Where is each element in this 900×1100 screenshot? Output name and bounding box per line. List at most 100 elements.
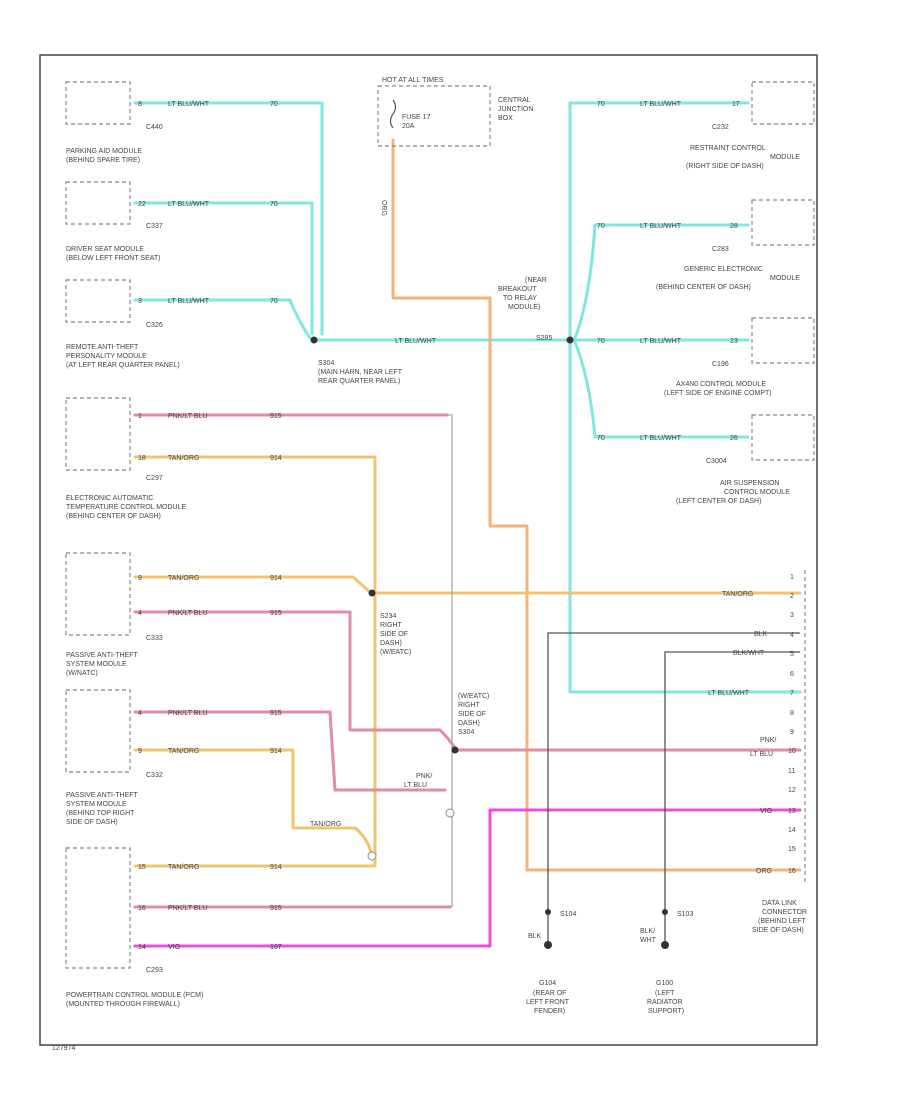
svg-text:28: 28: [730, 223, 738, 230]
svg-text:C440: C440: [146, 124, 163, 131]
svg-text:SIDE OF DASH): SIDE OF DASH): [66, 819, 118, 826]
svg-text:BLK: BLK: [528, 933, 542, 940]
svg-text:14: 14: [138, 944, 146, 951]
svg-text:TAN/ORG: TAN/ORG: [168, 575, 199, 582]
wire-labels: LT BLU/WHT ORG S304 (MAIN HARN, NEAR LEF…: [310, 200, 776, 875]
svg-text:70: 70: [597, 101, 605, 108]
svg-text:DASH): DASH): [380, 640, 402, 647]
svg-text:7: 7: [790, 690, 794, 697]
svg-text:LEFT FRONT: LEFT FRONT: [526, 999, 570, 1006]
wire-gry: [447, 414, 453, 907]
svg-text:S304: S304: [318, 360, 334, 367]
right-modules: 70 LT BLU/WHT 17 C232 RESTRAINT CONTROL …: [597, 81, 815, 505]
svg-text:914: 914: [270, 455, 282, 462]
svg-text:(NEAR: (NEAR: [525, 277, 547, 284]
wire-tan-org-c333: [133, 575, 372, 594]
svg-text:LT BLU/WHT: LT BLU/WHT: [640, 101, 682, 108]
svg-text:70: 70: [270, 298, 278, 305]
svg-text:PNK/LT BLU: PNK/LT BLU: [168, 413, 207, 420]
svg-text:(MOUNTED THROUGH FIREWALL): (MOUNTED THROUGH FIREWALL): [66, 1001, 180, 1008]
svg-text:4: 4: [138, 610, 142, 617]
svg-text:SYSTEM MODULE: SYSTEM MODULE: [66, 661, 127, 668]
svg-text:22: 22: [138, 201, 146, 208]
ground-g104-dot: [544, 941, 552, 949]
diagram-frame: [39, 54, 818, 1046]
wire-lt-blu-wht-dlc: [568, 338, 802, 694]
svg-text:DATA LINK: DATA LINK: [762, 900, 797, 907]
svg-text:LT BLU/WHT: LT BLU/WHT: [708, 690, 750, 697]
svg-text:16: 16: [788, 868, 796, 875]
svg-text:70: 70: [597, 338, 605, 345]
wire-lt-blu-wht-c326: [133, 298, 312, 340]
svg-text:70: 70: [597, 435, 605, 442]
svg-text:C293: C293: [146, 967, 163, 974]
svg-text:914: 914: [270, 864, 282, 871]
svg-text:(BEHIND LEFT: (BEHIND LEFT: [758, 918, 807, 925]
svg-text:(BEHIND CENTER OF DASH): (BEHIND CENTER OF DASH): [66, 513, 161, 520]
svg-text:CONNECTOR: CONNECTOR: [762, 909, 807, 916]
grounds: S104 BLK G104 (REAR OF LEFT FRONT FENDER…: [526, 911, 693, 1015]
wire-vio: [133, 808, 802, 948]
svg-text:LT BLU/WHT: LT BLU/WHT: [640, 338, 682, 345]
svg-text:9: 9: [138, 575, 142, 582]
wire-lt-blu-wht-c283: [573, 223, 750, 340]
svg-text:AX4N0 CONTROL MODULE: AX4N0 CONTROL MODULE: [676, 381, 766, 388]
svg-text:8: 8: [138, 101, 142, 108]
fuse-amps: 20A: [402, 123, 415, 130]
svg-text:26: 26: [730, 435, 738, 442]
splice-weatc-dot: [451, 746, 459, 754]
svg-text:SIDE OF: SIDE OF: [380, 631, 408, 638]
splice-s285-dot: [566, 336, 574, 344]
svg-text:VIO: VIO: [760, 808, 773, 815]
module-box-c196: [751, 317, 815, 364]
svg-text:914: 914: [270, 748, 282, 755]
svg-text:DASH): DASH): [458, 720, 480, 727]
svg-text:ORG: ORG: [380, 200, 387, 216]
svg-text:RIGHT: RIGHT: [458, 702, 481, 709]
svg-text:C232: C232: [712, 124, 729, 131]
module-box-c232: [751, 81, 815, 125]
svg-text:SIDE OF: SIDE OF: [458, 711, 486, 718]
svg-text:LT BLU/WHT: LT BLU/WHT: [168, 101, 210, 108]
svg-text:POWERTRAIN CONTROL MODULE (PCM: POWERTRAIN CONTROL MODULE (PCM): [66, 992, 203, 999]
module-box-c293: [65, 847, 131, 969]
wire-org: [391, 138, 802, 872]
svg-text:BOX: BOX: [498, 115, 513, 122]
wire-pnk-lt-blu-c332: [133, 710, 447, 792]
svg-text:C283: C283: [712, 246, 729, 253]
svg-text:23: 23: [730, 338, 738, 345]
svg-text:S104: S104: [560, 911, 576, 918]
splice-s234-dot: [368, 589, 376, 597]
fuse-icon: [389, 99, 397, 129]
svg-text:G100: G100: [656, 980, 673, 987]
svg-text:914: 914: [270, 575, 282, 582]
svg-text:C332: C332: [146, 772, 163, 779]
svg-text:G104: G104: [539, 980, 556, 987]
svg-text:TO RELAY: TO RELAY: [503, 295, 537, 302]
svg-text:(BEHIND SPARE TIRE): (BEHIND SPARE TIRE): [66, 157, 140, 164]
svg-text:LT BLU: LT BLU: [404, 782, 427, 789]
svg-text:PNK/LT BLU: PNK/LT BLU: [168, 610, 207, 617]
svg-text:SUPPORT): SUPPORT): [648, 1008, 684, 1015]
svg-text:WHT: WHT: [640, 937, 657, 944]
svg-text:C337: C337: [146, 223, 163, 230]
svg-text:S234: S234: [380, 613, 396, 620]
svg-text:PERSONALITY MODULE: PERSONALITY MODULE: [66, 353, 147, 360]
splice-s104-dot: [545, 909, 551, 915]
svg-text:MODULE: MODULE: [770, 154, 800, 161]
wire-lt-blu-wht-c337: [133, 201, 314, 336]
svg-text:PNK/LT BLU: PNK/LT BLU: [168, 710, 207, 717]
svg-text:PARKING AID MODULE: PARKING AID MODULE: [66, 148, 142, 155]
data-link-connector: 1 2 3 4 5 6 7 8 9 10 11 12 13 14 15 16 D…: [752, 570, 807, 934]
svg-text:6: 6: [790, 671, 794, 678]
svg-text:(W/EATC): (W/EATC): [380, 649, 411, 656]
svg-text:16: 16: [138, 905, 146, 912]
svg-text:TAN/ORG: TAN/ORG: [168, 748, 199, 755]
svg-text:C297: C297: [146, 475, 163, 482]
svg-text:17: 17: [732, 101, 740, 108]
svg-text:915: 915: [270, 413, 282, 420]
wire-pnk-lt-blu-c333: [133, 610, 457, 750]
svg-text:4: 4: [790, 632, 794, 639]
module-box-c326: [65, 279, 131, 323]
